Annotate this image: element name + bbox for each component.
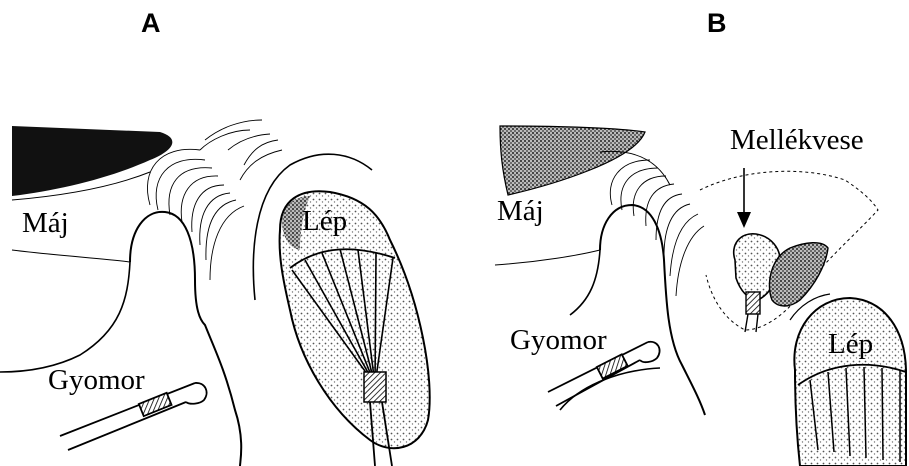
panel-b-letter: B xyxy=(707,8,727,39)
panel-a-letter: A xyxy=(141,8,161,39)
panel-b-stomach-label: Gyomor xyxy=(510,326,607,355)
panel-b-liver-label: Máj xyxy=(497,197,544,226)
panel-b-drawing xyxy=(495,126,906,466)
panel-a-stomach-label: Gyomor xyxy=(48,366,145,395)
panel-a-liver-label: Máj xyxy=(22,209,69,238)
panel-a-liver-shape xyxy=(12,126,172,196)
panel-b-stomach-shape xyxy=(600,205,705,415)
panel-a-stomach-shape xyxy=(130,212,241,466)
panel-a-spleen-label: Lép xyxy=(302,207,347,236)
panel-b-liver-shape xyxy=(500,126,645,195)
panel-b-adrenal-label: Mellékvese xyxy=(730,126,864,155)
panel-b-spleen-label: Lép xyxy=(828,330,873,359)
panel-a-drawing xyxy=(0,120,430,466)
panel-b-spleen-shape xyxy=(794,298,906,466)
